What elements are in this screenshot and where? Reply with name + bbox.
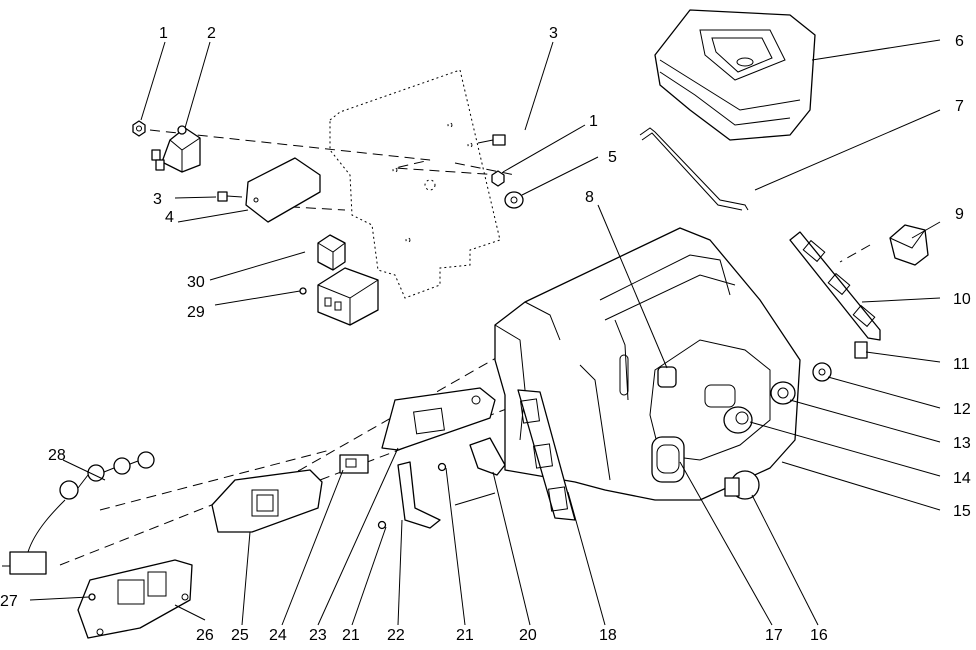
mounting-plate — [329, 69, 501, 299]
top-trim-plate — [381, 387, 496, 451]
washer — [812, 362, 832, 382]
callout-22: 22 — [387, 627, 405, 644]
switch-panel — [77, 559, 193, 639]
washer — [504, 191, 524, 209]
callout-17: 17 — [765, 627, 783, 644]
side-panel — [211, 469, 323, 533]
rocker-switch — [339, 454, 369, 474]
relay — [151, 125, 201, 173]
push-button — [724, 470, 760, 500]
small-switch — [854, 341, 868, 359]
screw — [437, 462, 447, 472]
console-housing — [494, 227, 801, 501]
callout-7: 7 — [955, 98, 964, 115]
callout-20: 20 — [519, 627, 537, 644]
lamp-module — [889, 224, 929, 266]
callout-28: 28 — [48, 447, 66, 464]
callout-13: 13 — [953, 435, 971, 452]
panel-insert — [517, 389, 576, 521]
callout-15: 15 — [953, 503, 971, 520]
callout-10: 10 — [953, 291, 971, 308]
switch-bracket — [454, 437, 506, 506]
relay-module — [317, 234, 346, 271]
callout-1: 1 — [159, 25, 168, 42]
callout-23: 23 — [309, 627, 327, 644]
screw — [377, 520, 387, 530]
cover-plate — [245, 157, 321, 223]
callout-8: 8 — [585, 189, 594, 206]
callout-9: 9 — [955, 206, 964, 223]
callout-29: 29 — [187, 304, 205, 321]
callout-6: 6 — [955, 33, 964, 50]
bracket — [397, 461, 441, 529]
callout-3: 3 — [549, 25, 558, 42]
callout-21: 21 — [456, 627, 474, 644]
screw — [88, 593, 96, 601]
callout-21: 21 — [342, 627, 360, 644]
callout-numbers: 1 2 3 1 5 6 7 3 4 8 9 10 11 12 13 14 15 … — [0, 25, 971, 644]
callout-26: 26 — [196, 627, 214, 644]
small-knob — [657, 366, 677, 388]
nut — [132, 120, 146, 137]
callout-14: 14 — [953, 470, 971, 487]
callout-25: 25 — [231, 627, 249, 644]
callout-1: 1 — [589, 113, 598, 130]
indicator-strip — [789, 231, 881, 341]
callout-30: 30 — [187, 274, 205, 291]
wiring-harness — [2, 451, 155, 575]
callout-24: 24 — [269, 627, 287, 644]
screw — [217, 191, 243, 202]
nut — [491, 170, 505, 187]
leader-lines — [29, 39, 941, 626]
callout-2: 2 — [207, 25, 216, 42]
relay-socket — [299, 267, 379, 326]
screw — [477, 134, 506, 146]
callout-4: 4 — [165, 209, 174, 226]
rubber-boot — [654, 9, 816, 141]
callout-12: 12 — [953, 401, 971, 418]
ignition-switch — [723, 406, 753, 434]
callout-27: 27 — [0, 593, 18, 610]
callout-5: 5 — [608, 149, 617, 166]
switch-recess — [651, 436, 685, 483]
grommet — [770, 381, 796, 405]
wire-rod — [639, 127, 749, 211]
callout-3: 3 — [153, 191, 162, 208]
callout-18: 18 — [599, 627, 617, 644]
callout-16: 16 — [810, 627, 828, 644]
callout-11: 11 — [953, 356, 970, 373]
